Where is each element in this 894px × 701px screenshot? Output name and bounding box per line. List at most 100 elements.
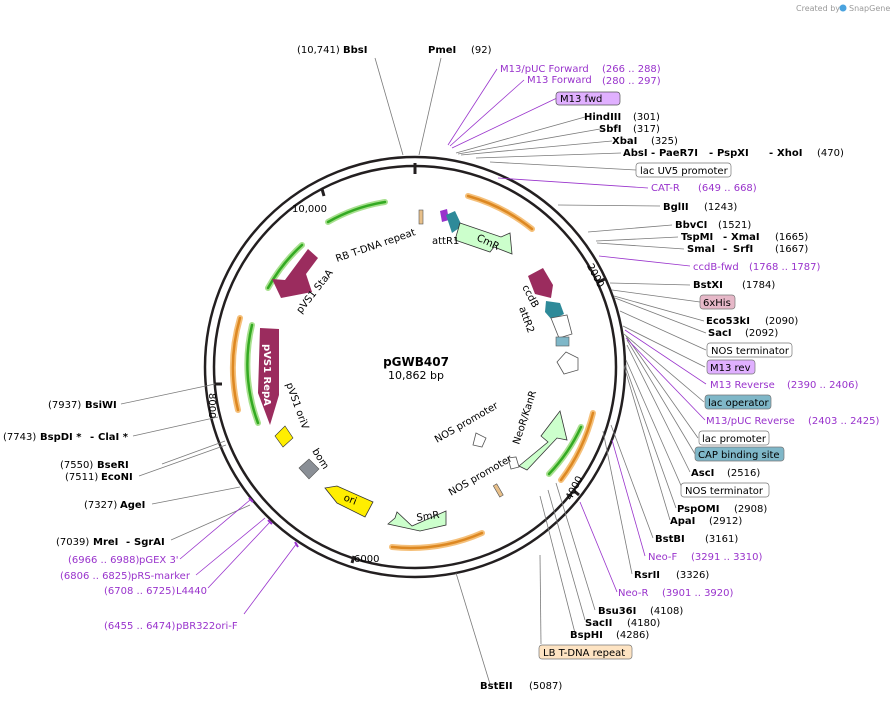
staa-arrow <box>272 249 318 298</box>
agei-label: AgeI <box>120 500 145 511</box>
nos-promoter-label-1: NOS promoter <box>433 400 501 446</box>
l4440-line <box>207 521 271 589</box>
bglii-label: BglII <box>663 202 689 213</box>
pgex-tick <box>248 497 254 503</box>
asci-label: AscI <box>691 468 714 479</box>
xhoi-pos: (470) <box>817 148 844 159</box>
agei-pos: (7327) <box>84 500 117 511</box>
smai-sep: - <box>723 244 727 255</box>
lacuv5-box <box>635 162 732 178</box>
l4440-label: L4440 <box>176 586 207 597</box>
staa-arc <box>266 243 304 290</box>
catr-pos: (649 .. 668) <box>698 183 757 194</box>
apai-label: ApaI <box>670 516 695 527</box>
attr1-label: attR1 <box>432 236 459 247</box>
attr2-label: attR2 <box>516 305 536 334</box>
tick-label-10000: 10,000 <box>292 204 327 215</box>
m13fwd-box <box>555 91 621 106</box>
feature-shapes <box>258 209 579 532</box>
oriv-label: pVS1 oriV <box>283 381 310 431</box>
eco53ki-label: Eco53kI <box>706 316 750 327</box>
econi-label: EcoNI <box>101 472 133 483</box>
sacii-line <box>547 489 586 621</box>
repa-arc-outer <box>231 316 242 412</box>
cap-box <box>694 446 785 462</box>
prs-line <box>195 517 266 576</box>
cmr-arc <box>466 194 534 231</box>
lac-promoter-arrow <box>556 351 579 375</box>
bspdi-sep: - <box>90 432 94 443</box>
m13-feature-mark <box>440 209 449 222</box>
saci-pos: (2092) <box>745 328 778 339</box>
hindiii-label: HindIII <box>584 112 621 123</box>
lac-prom-box <box>698 430 770 446</box>
tspmi-label: TspMI <box>681 232 713 243</box>
xbai-label: XbaI <box>612 136 637 147</box>
catr-label: CAT-R <box>651 183 680 194</box>
mrei-sep: - <box>126 537 130 548</box>
m13reverse-label: M13 Reverse <box>710 380 775 391</box>
sgrai-label: SgrAI <box>134 537 165 548</box>
rsrii-label: RsrII <box>634 570 660 581</box>
pmei-line <box>418 57 442 156</box>
bbsi-line <box>374 57 404 156</box>
bstxi-label: BstXI <box>693 280 723 291</box>
smai-label: SmaI <box>687 244 715 255</box>
nos-promoter-label-2: NOS promoter <box>447 453 515 499</box>
bglii-line <box>557 204 661 207</box>
m13puc-line <box>447 68 498 146</box>
rb-label: RB T-DNA repeat <box>334 227 417 265</box>
bstbi-pos: (3161) <box>705 534 738 545</box>
hindiii-pos: (301) <box>633 112 660 123</box>
neor-pos: (3901 .. 3920) <box>662 588 734 599</box>
clai-label: ClaI * <box>98 432 129 443</box>
lb-label: LB T-DNA repeat <box>543 648 625 659</box>
l4440-pos: (6708 .. 6725) <box>104 586 176 597</box>
neokan-label: NeoR/KanR <box>511 389 539 446</box>
smr-label: SmR <box>416 510 440 524</box>
neof-line <box>611 439 646 557</box>
neof-label: Neo-F <box>648 552 678 563</box>
site-labels: (10,741) BbsI PmeI (92) M13/pUC Forward … <box>3 45 880 692</box>
bstbi-line <box>610 424 654 539</box>
backbone-outer <box>203 155 627 579</box>
bstbi-label: BstBI <box>655 534 685 545</box>
rsrii-line <box>602 430 633 575</box>
bseri-line <box>161 440 226 465</box>
absi-sep: - <box>651 148 655 159</box>
xbai-pos: (325) <box>651 136 678 147</box>
leader-lines <box>120 57 707 685</box>
tick-label-8000: 8000 <box>206 393 217 418</box>
saci-line <box>614 297 707 334</box>
absi-label: AbsI <box>623 148 648 159</box>
his-box <box>699 294 736 310</box>
sbfi-pos: (317) <box>633 124 660 135</box>
nos-term-1-line <box>619 310 707 351</box>
arcs <box>229 193 596 551</box>
stab-arc-halo <box>325 199 388 225</box>
6xhis-line <box>611 289 701 303</box>
smr-arc <box>390 531 484 550</box>
xmai-pos: (1665) <box>775 232 808 243</box>
tick-2000 <box>597 277 606 284</box>
credit-text: Created by <box>796 4 840 13</box>
snapgene-logo-icon <box>839 4 847 12</box>
neorkanr-arrow <box>518 410 568 471</box>
pspxi-sep: - <box>769 148 773 159</box>
pgex-pos: (6966 .. 6988) <box>68 555 140 566</box>
m13fwd-line <box>451 97 558 149</box>
sacii-pos: (4180) <box>627 618 660 629</box>
bsteii-line <box>455 572 491 685</box>
bom-mark <box>298 458 320 480</box>
bspdi-label: BspDI * <box>40 432 82 443</box>
tick-label-2000: 2000 <box>584 262 606 290</box>
lac-cap-mark <box>555 336 570 347</box>
pmei-label: PmeI <box>428 45 456 56</box>
lacuv5-line <box>489 161 637 171</box>
credit-brand: SnapGene <box>849 4 890 13</box>
tspmi-sep: - <box>723 232 727 243</box>
repa-label: pVS1 RepA <box>261 344 272 406</box>
rb-repeat-mark <box>418 209 424 225</box>
nos-promoter-1 <box>472 432 487 448</box>
ccdbfwd-pos: (1768 .. 1787) <box>749 262 821 273</box>
